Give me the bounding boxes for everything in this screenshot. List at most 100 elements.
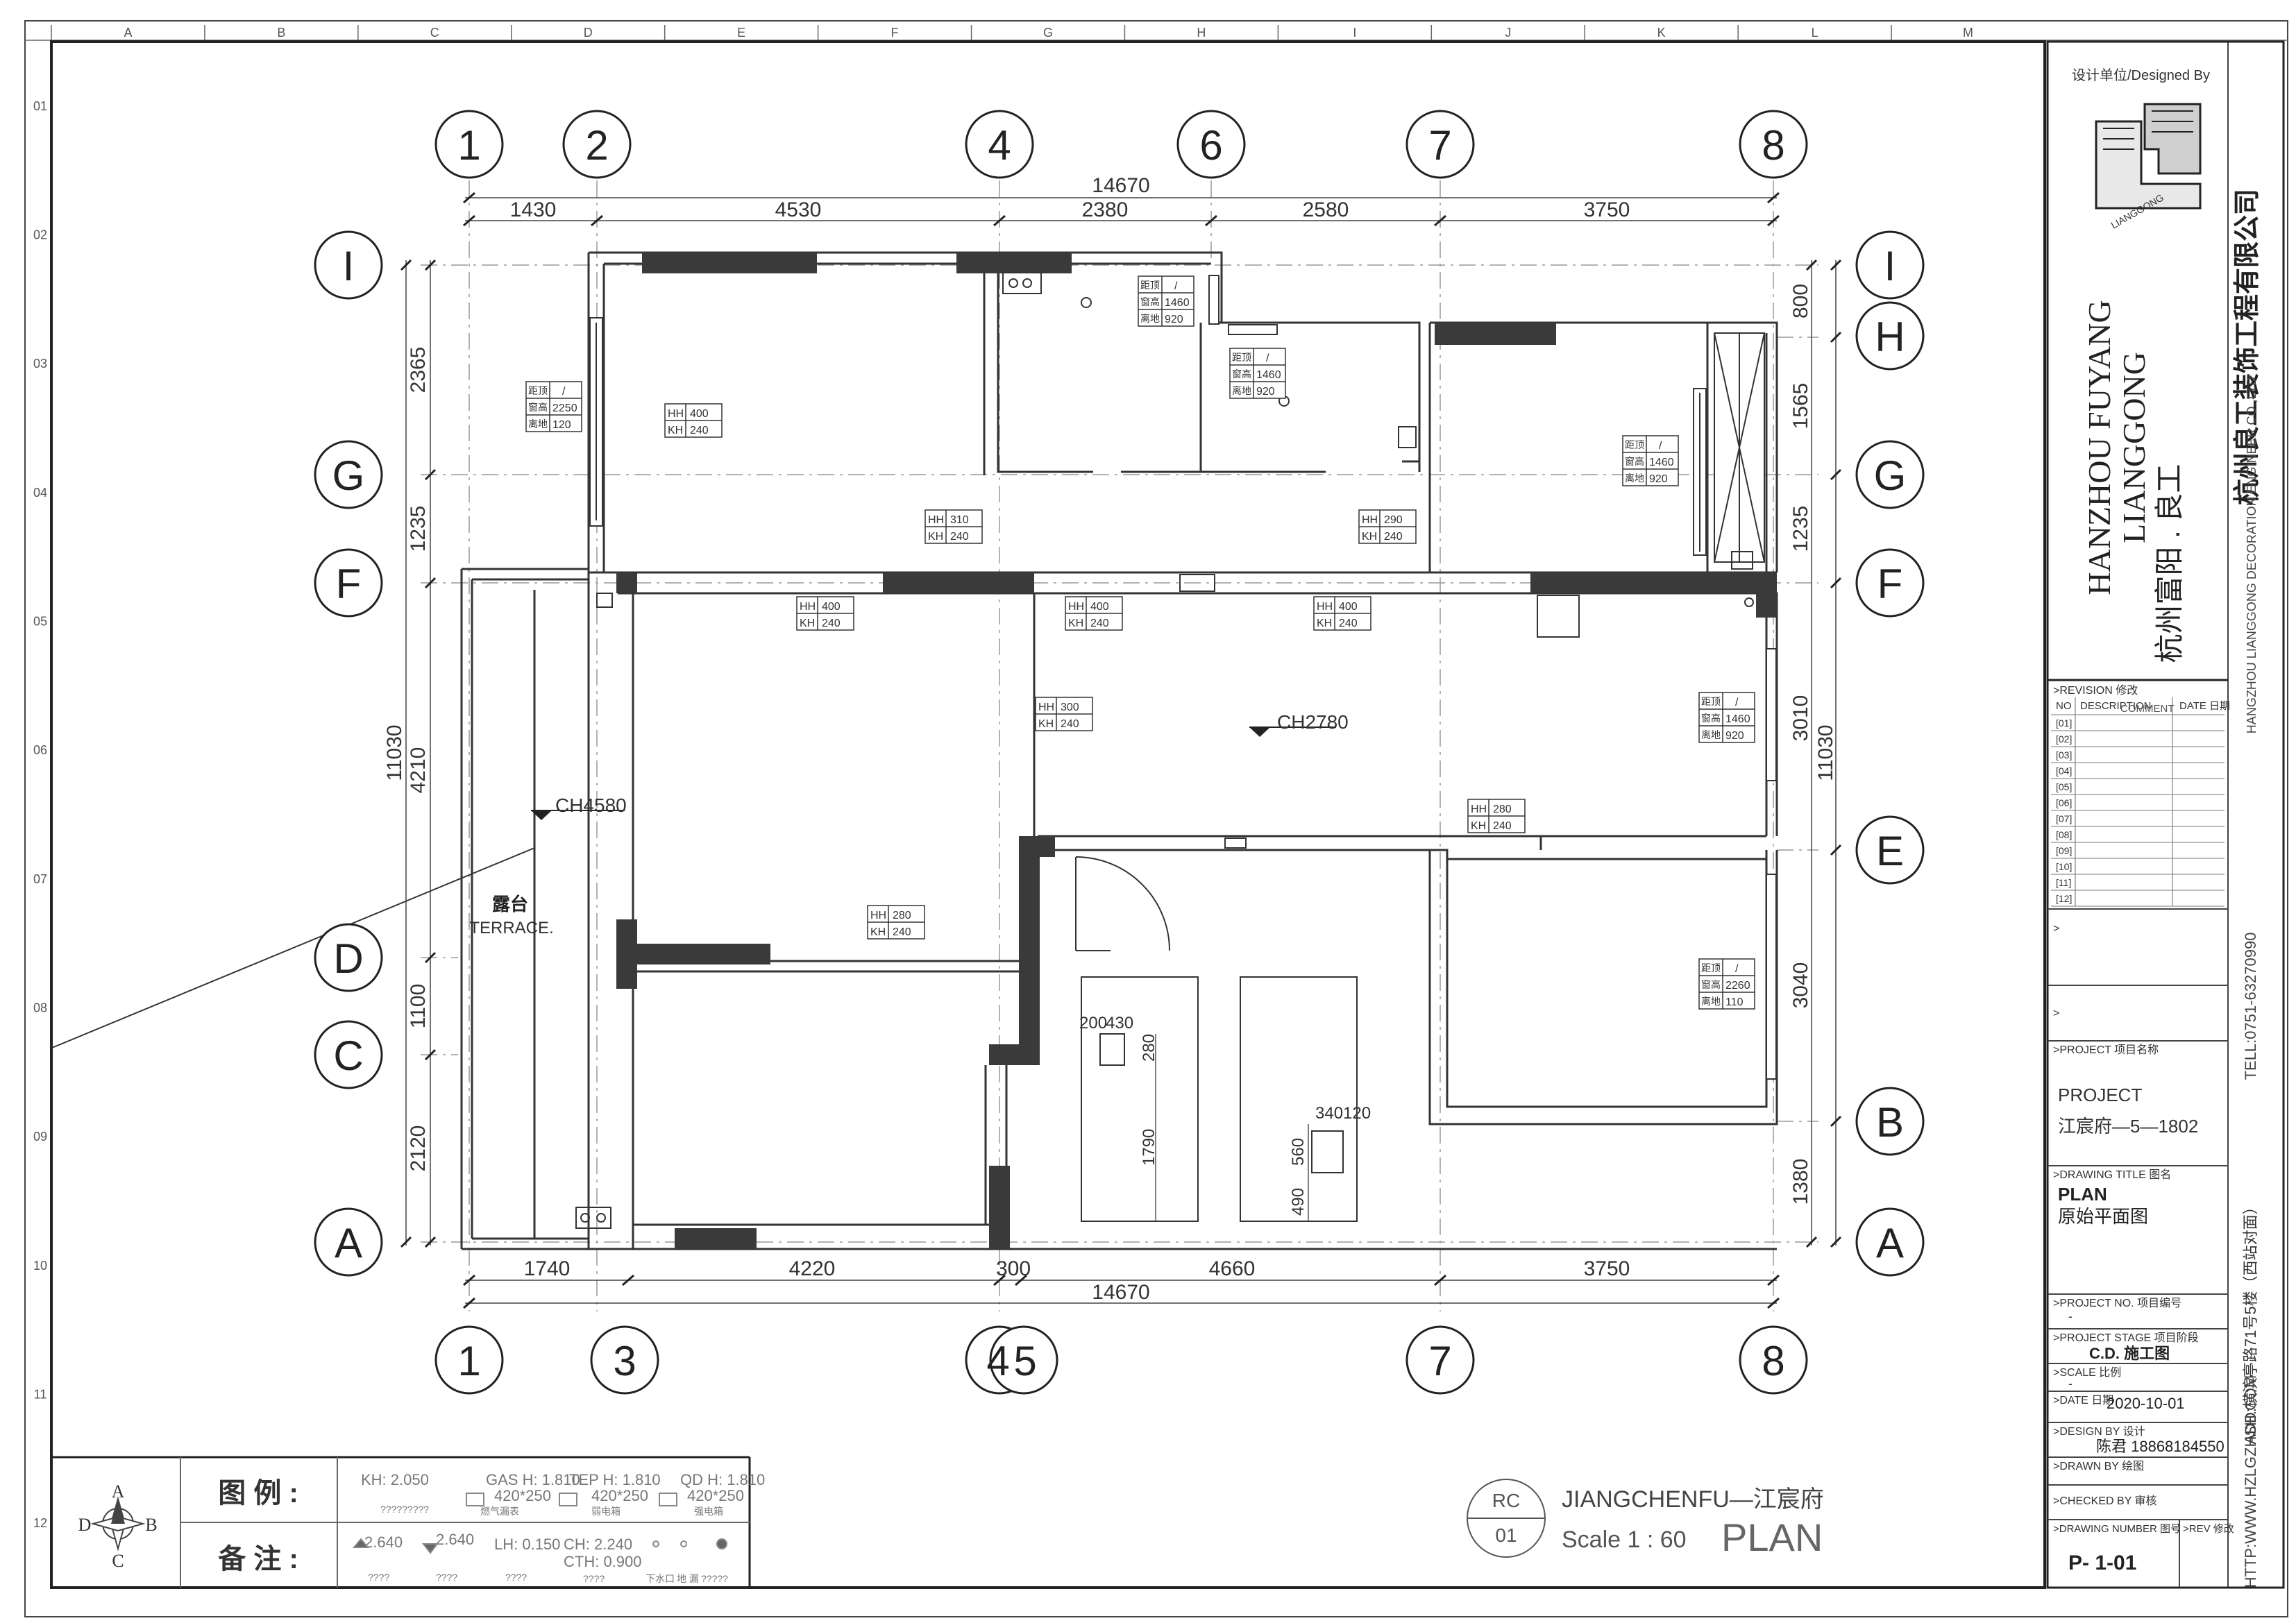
svg-text:RC: RC xyxy=(1492,1490,1520,1511)
axis-top-1: 1 xyxy=(457,122,480,169)
dim-bottom-total: 14670 xyxy=(1092,1281,1149,1304)
windows xyxy=(589,275,1777,1080)
svg-text:????: ???? xyxy=(436,1572,457,1583)
tag-frame xyxy=(1229,348,1286,399)
plan-title: RC 01 JIANGCHENFU—江宸府 Scale 1 : 60 PLAN xyxy=(1467,1479,1824,1559)
title-block: 设计单位/Designed By LIANGGONG 杭州良工装饰工程有限公司 … xyxy=(2046,40,2285,1589)
svg-text:NO: NO xyxy=(2056,700,2072,712)
tag-label-hh: HH xyxy=(800,601,816,613)
svg-text:>PROJECT NO. 项目编号: >PROJECT NO. 项目编号 xyxy=(2053,1297,2181,1309)
drawing-date: 2020-10-01 xyxy=(2107,1395,2185,1412)
dim-left-1: 2365 xyxy=(407,347,430,393)
drawing-title-en: PLAN xyxy=(2058,1184,2107,1205)
dim-right-2: 1565 xyxy=(1789,383,1812,430)
tag-label-top: 距顶 xyxy=(528,385,548,396)
dim-left-5: 2120 xyxy=(407,1125,430,1172)
dim-top-4: 2580 xyxy=(1303,198,1349,221)
drawing-number: P- 1-01 xyxy=(2068,1552,2136,1574)
svg-text:420*250: 420*250 xyxy=(687,1487,744,1504)
border-col-label: L xyxy=(1812,26,1818,40)
tag-label-top: 距顶 xyxy=(1140,280,1160,291)
tag-value-top: / xyxy=(1174,280,1178,292)
svg-text:GAS H: 1.810: GAS H: 1.810 xyxy=(486,1471,580,1488)
tag-label-top: 距顶 xyxy=(1625,439,1644,450)
axis-right-G: G xyxy=(1874,452,1907,499)
tag-label-hh: HH xyxy=(1038,702,1054,713)
dimension-lines xyxy=(405,197,1837,1304)
grid-lines xyxy=(421,180,1818,1311)
dim-top-5: 3750 xyxy=(1584,198,1630,221)
border-col-label: H xyxy=(1197,26,1206,40)
axis-bottom-1: 1 xyxy=(457,1338,480,1384)
tag-value-hh: 280 xyxy=(1493,804,1512,815)
dim-right-1: 800 xyxy=(1789,284,1812,318)
tag-value-kh: 240 xyxy=(1493,820,1512,832)
svg-text:弱电箱: 弱电箱 xyxy=(591,1506,621,1517)
border-col-label: K xyxy=(1657,26,1666,40)
border-col-label: D xyxy=(584,26,593,40)
tag-label-kh: KH xyxy=(1068,618,1083,629)
svg-text:CTH: 0.900: CTH: 0.900 xyxy=(564,1553,642,1570)
tag-value-top: / xyxy=(562,386,566,398)
border-row-label: 06 xyxy=(33,743,47,757)
tag-value-hh: 400 xyxy=(822,601,841,613)
rev-row-number: [02] xyxy=(2056,733,2072,745)
tag-value-height: 2250 xyxy=(552,402,577,414)
tag-label-height: 窗高 xyxy=(1701,979,1721,990)
tag-value-top: / xyxy=(1735,963,1739,975)
tag-value-hh: 400 xyxy=(1090,601,1109,613)
svg-text:COMMENT: COMMENT xyxy=(2120,703,2175,715)
tag-value-kh: 240 xyxy=(1090,618,1109,629)
dim-bottom-2: 4220 xyxy=(789,1257,836,1280)
border-col-label: E xyxy=(737,26,745,40)
svg-text:>PROJECT 项目名称: >PROJECT 项目名称 xyxy=(2053,1044,2159,1056)
tag-value-floor: 920 xyxy=(1649,473,1668,485)
dim-left-total: 11030 xyxy=(383,724,406,781)
tag-label-floor: 离地 xyxy=(1701,729,1721,740)
drawing-title-cn: 原始平面图 xyxy=(2058,1206,2148,1227)
axis-bubbles xyxy=(314,110,1925,1395)
axis-right-H: H xyxy=(1875,314,1905,360)
svg-text:LIANGGONG: LIANGGONG xyxy=(2116,352,2152,543)
svg-text:>REVISION 修改: >REVISION 修改 xyxy=(2053,684,2138,697)
svg-text:QD H: 1.810: QD H: 1.810 xyxy=(680,1471,765,1488)
dim-bottom-1: 1740 xyxy=(524,1257,571,1280)
axis-bottom-7: 7 xyxy=(1428,1338,1451,1384)
svg-text:490: 490 xyxy=(1289,1188,1308,1216)
designer: 陈君 18868184550 xyxy=(2096,1438,2225,1455)
tag-label-hh: HH xyxy=(1471,804,1487,815)
ceiling-terrace: CH4580 xyxy=(555,794,627,816)
dim-right-4: 3010 xyxy=(1789,695,1812,742)
tag-label-height: 窗高 xyxy=(1701,713,1721,724)
plan-label: PLAN xyxy=(1721,1515,1823,1559)
border-col-label: B xyxy=(277,26,285,40)
border-row-label: 10 xyxy=(33,1259,47,1273)
tag-value-floor: 920 xyxy=(1725,730,1744,742)
tag-label-floor: 离地 xyxy=(1625,473,1644,484)
tag-value-floor: 120 xyxy=(552,419,571,431)
border-row-label: 08 xyxy=(33,1001,47,1015)
svg-text:340: 340 xyxy=(1315,1104,1343,1123)
rev-row-number: [10] xyxy=(2056,861,2072,872)
svg-text:420*250: 420*250 xyxy=(494,1487,551,1504)
tag-frame xyxy=(1698,692,1755,743)
rev-row-number: [12] xyxy=(2056,893,2072,904)
tag-label-top: 距顶 xyxy=(1701,962,1721,974)
tag-value-hh: 400 xyxy=(690,408,709,420)
svg-text:>CHECKED BY 审核: >CHECKED BY 审核 xyxy=(2053,1495,2157,1507)
axis-left-G: G xyxy=(332,452,365,499)
tag-label-hh: HH xyxy=(668,408,684,420)
revision-rows: [01][02][03][04][05][06][07][08][09][10]… xyxy=(2051,697,2225,907)
svg-text:-: - xyxy=(2068,1377,2073,1391)
svg-text:????: ???? xyxy=(368,1572,389,1583)
tag-value-floor: 920 xyxy=(1165,314,1183,325)
svg-text:ADD:横滨亭路71号5楼（西站对面）: ADD:横滨亭路71号5楼（西站对面） xyxy=(2242,1199,2259,1444)
notes-label: 备 注 : xyxy=(218,1544,298,1574)
